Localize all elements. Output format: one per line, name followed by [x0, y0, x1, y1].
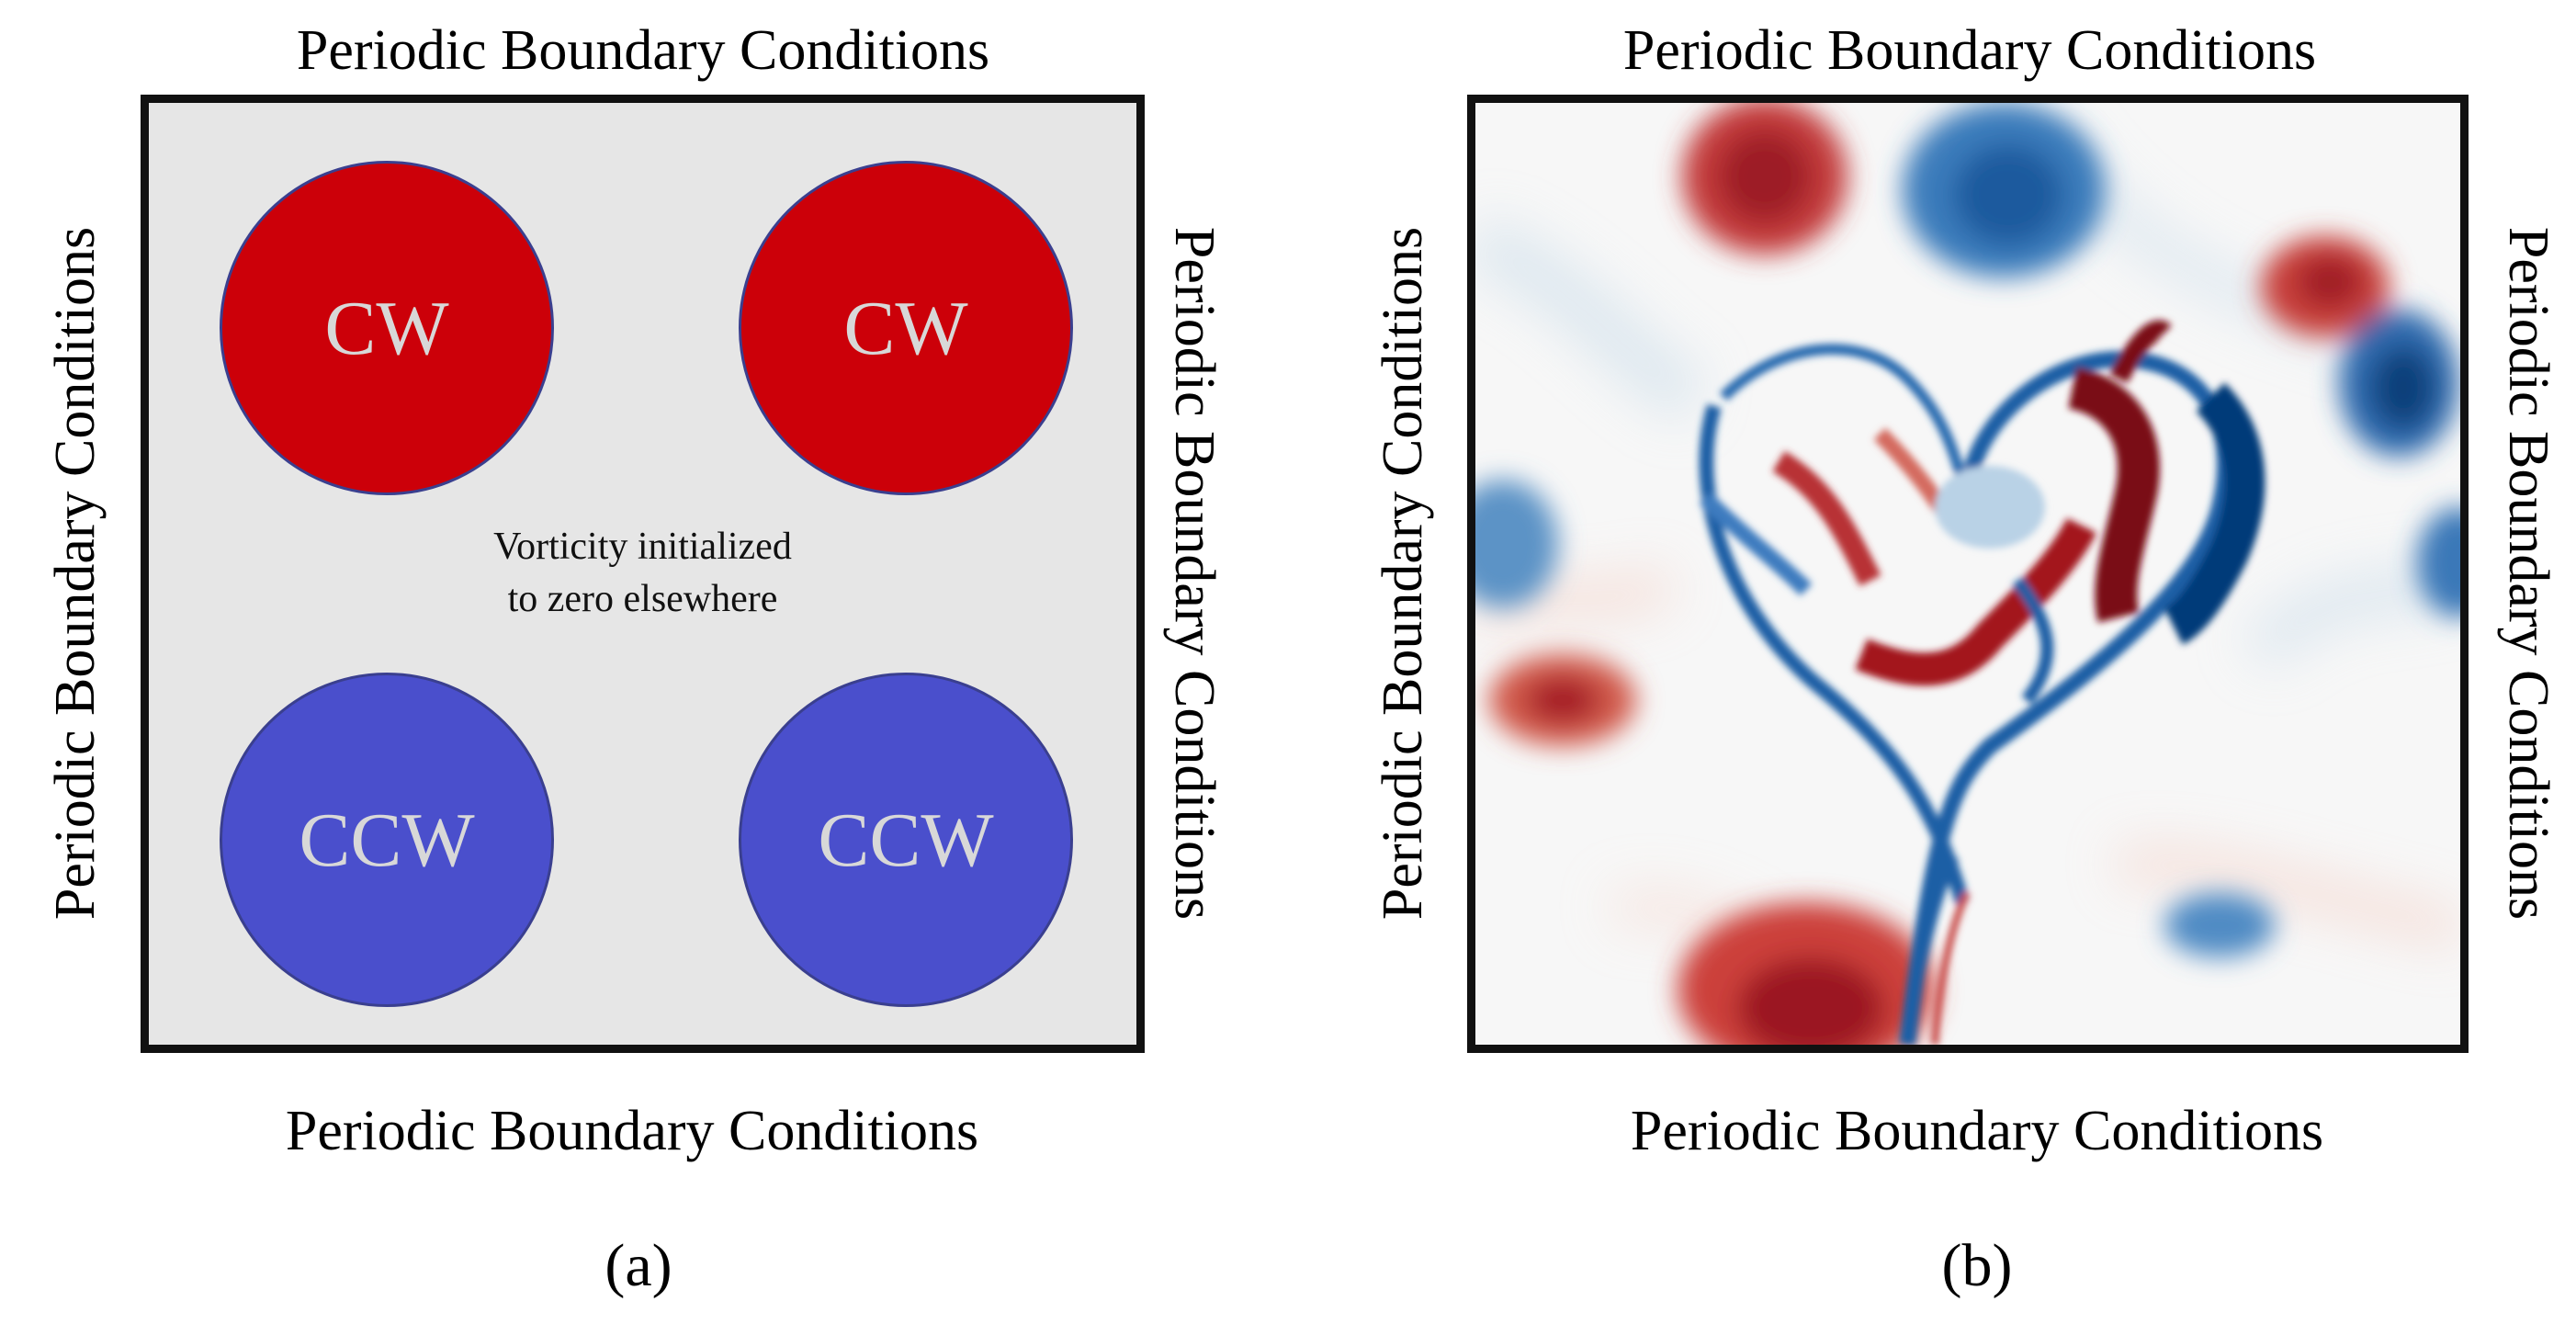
- vortex-label: CCW: [818, 797, 994, 883]
- vorticity-field-image: [1475, 103, 2460, 1045]
- panel-b-right-label: Periodic Boundary Conditions: [2497, 226, 2559, 921]
- note-line-1: Vorticity initialized: [493, 526, 792, 568]
- cw-vortex-top-right: CW: [739, 161, 1073, 495]
- panel-a-caption: (a): [604, 1232, 672, 1299]
- panel-b-bottom-label: Periodic Boundary Conditions: [1630, 1100, 2324, 1162]
- panel-b-top-label: Periodic Boundary Conditions: [1622, 19, 2317, 82]
- initial-condition-panel: CW CW Vorticity initialized to zero else…: [141, 95, 1145, 1053]
- smooth-vortices: [1475, 103, 2460, 1045]
- ccw-vortex-bottom-right: CCW: [739, 673, 1073, 1007]
- panel-a-bottom-label: Periodic Boundary Conditions: [285, 1100, 979, 1162]
- vortex-label: CCW: [299, 797, 475, 883]
- vortex-label: CW: [324, 285, 449, 371]
- ccw-vortex-bottom-left: CCW: [220, 673, 554, 1007]
- vorticity-note: Vorticity initialized to zero elsewhere: [493, 521, 792, 625]
- heart-vortex-sheet: [1699, 320, 2265, 1045]
- panel-b-caption: (b): [1941, 1232, 2013, 1299]
- panel-a-right-label: Periodic Boundary Conditions: [1163, 226, 1226, 921]
- panel-a-left-label: Periodic Boundary Conditions: [44, 226, 107, 921]
- note-line-2: to zero elsewhere: [507, 577, 778, 620]
- panel-b-left-label: Periodic Boundary Conditions: [1372, 226, 1434, 921]
- panel-a-top-label: Periodic Boundary Conditions: [296, 19, 990, 82]
- cw-vortex-top-left: CW: [220, 161, 554, 495]
- vortex-label: CW: [843, 285, 968, 371]
- vorticity-field-panel: [1467, 95, 2469, 1053]
